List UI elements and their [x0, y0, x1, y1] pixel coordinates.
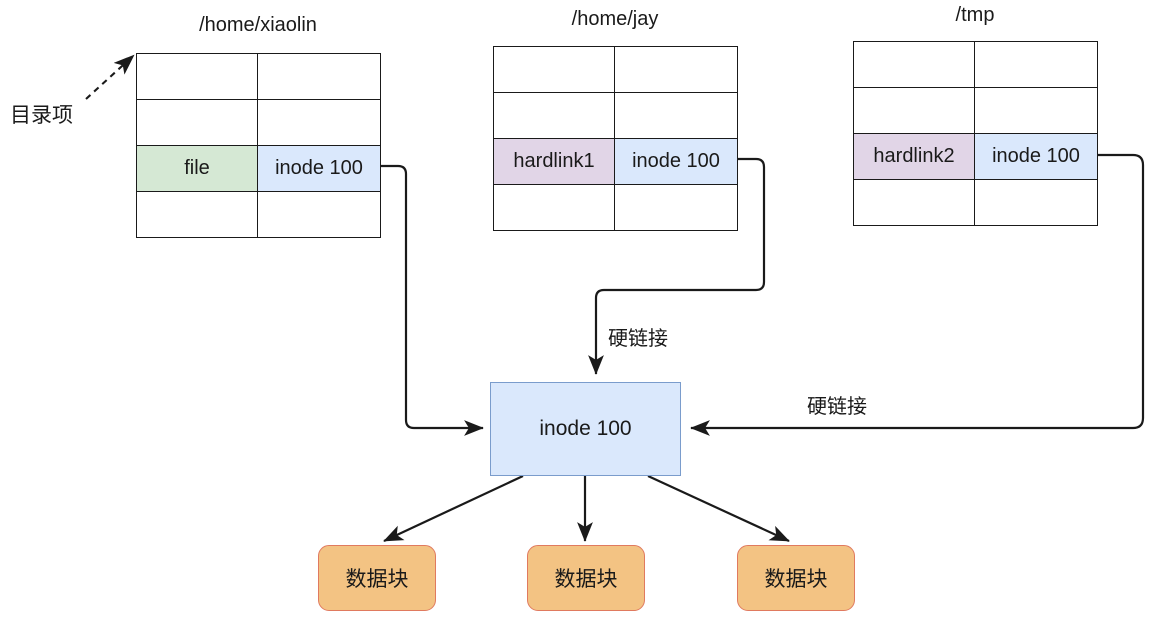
dir-name-cell — [853, 41, 975, 88]
dir-name-cell-hardlink2: hardlink2 — [853, 133, 975, 180]
table-row — [136, 53, 381, 100]
table-row — [136, 191, 381, 238]
data-block-label: 数据块 — [554, 568, 618, 591]
table-row-highlighted: hardlink2 inode 100 — [853, 133, 1098, 180]
dir-inode-cell — [257, 99, 381, 146]
table-row — [493, 92, 738, 139]
table-row — [493, 184, 738, 231]
table-title-xiaolin: /home/xiaolin — [199, 14, 317, 36]
table-row — [136, 99, 381, 146]
directory-entry-label: 目录项 — [10, 104, 73, 127]
link-xiaolin-to-inode — [380, 164, 484, 436]
dir-name-cell — [136, 53, 258, 100]
dir-name-cell — [853, 179, 975, 226]
link-inode-to-datablock-3 — [647, 475, 790, 542]
dir-name-cell — [493, 46, 615, 93]
directory-table-xiaolin: file inode 100 — [136, 53, 381, 238]
table-title-tmp: /tmp — [955, 4, 995, 26]
data-block-1: 数据块 — [318, 545, 436, 611]
dir-name-cell — [493, 184, 615, 231]
table-row — [853, 179, 1098, 226]
data-block-2: 数据块 — [527, 545, 645, 611]
dir-name-cell — [136, 191, 258, 238]
dir-inode-cell-hardlink2: inode 100 — [974, 133, 1098, 180]
dir-name-cell-file: file — [136, 145, 258, 192]
data-block-label: 数据块 — [764, 568, 828, 591]
directory-entry-pointer — [85, 54, 135, 100]
directory-table-tmp: hardlink2 inode 100 — [853, 41, 1098, 226]
table-row-highlighted: hardlink1 inode 100 — [493, 138, 738, 185]
table-title-jay: /home/jay — [571, 8, 659, 30]
dir-inode-cell-hardlink1: inode 100 — [614, 138, 738, 185]
link-inode-to-datablock-1 — [383, 475, 524, 542]
table-row — [853, 87, 1098, 134]
data-block-label: 数据块 — [345, 568, 409, 591]
directory-table-jay: hardlink1 inode 100 — [493, 46, 738, 231]
inode-node: inode 100 — [490, 382, 681, 476]
dir-inode-cell — [974, 179, 1098, 226]
table-row — [853, 41, 1098, 88]
data-block-3: 数据块 — [737, 545, 855, 611]
dir-inode-cell — [614, 184, 738, 231]
edge-label-hardlink-right: 硬链接 — [805, 390, 869, 419]
dir-name-cell — [853, 87, 975, 134]
dir-inode-cell — [974, 87, 1098, 134]
table-row-highlighted: file inode 100 — [136, 145, 381, 192]
dir-inode-cell — [974, 41, 1098, 88]
dir-inode-cell — [257, 191, 381, 238]
dir-inode-cell-file: inode 100 — [257, 145, 381, 192]
dir-name-cell-hardlink1: hardlink1 — [493, 138, 615, 185]
dir-name-cell — [493, 92, 615, 139]
dir-inode-cell — [614, 92, 738, 139]
dir-inode-cell — [257, 53, 381, 100]
dir-name-cell — [136, 99, 258, 146]
edge-label-hardlink-middle: 硬链接 — [606, 322, 670, 351]
dir-inode-cell — [614, 46, 738, 93]
inode-node-label: inode 100 — [539, 417, 632, 440]
table-row — [493, 46, 738, 93]
